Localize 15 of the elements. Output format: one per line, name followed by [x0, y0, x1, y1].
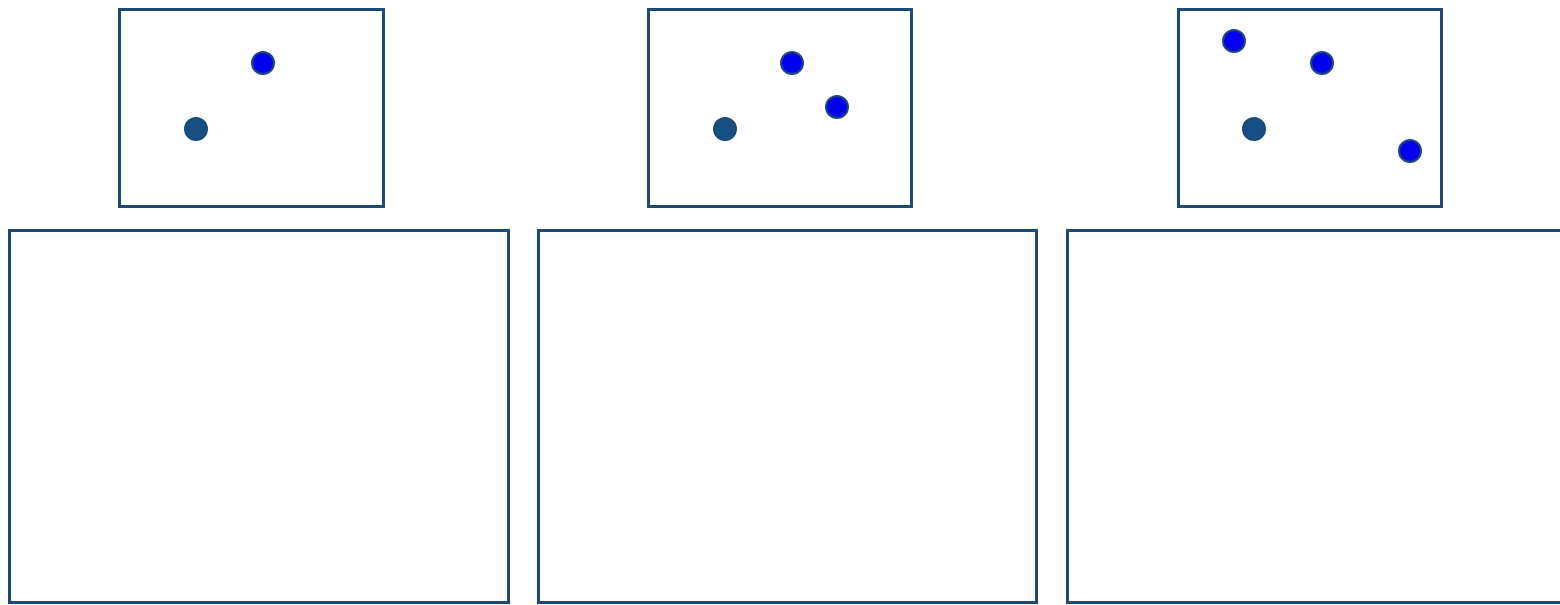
dot-marker	[825, 95, 849, 119]
dot-marker	[251, 51, 275, 75]
dot-marker	[780, 51, 804, 75]
dot-marker	[1242, 117, 1266, 141]
empty-frame	[118, 8, 385, 208]
empty-frame	[1177, 8, 1443, 208]
empty-frame	[647, 8, 913, 208]
dot-marker	[1310, 51, 1334, 75]
dot-marker	[1222, 29, 1246, 53]
empty-frame	[537, 229, 1038, 604]
empty-frame	[8, 229, 510, 604]
dot-marker	[1398, 139, 1422, 163]
dot-marker	[184, 117, 208, 141]
empty-frame	[1066, 229, 1560, 604]
dot-marker	[713, 117, 737, 141]
